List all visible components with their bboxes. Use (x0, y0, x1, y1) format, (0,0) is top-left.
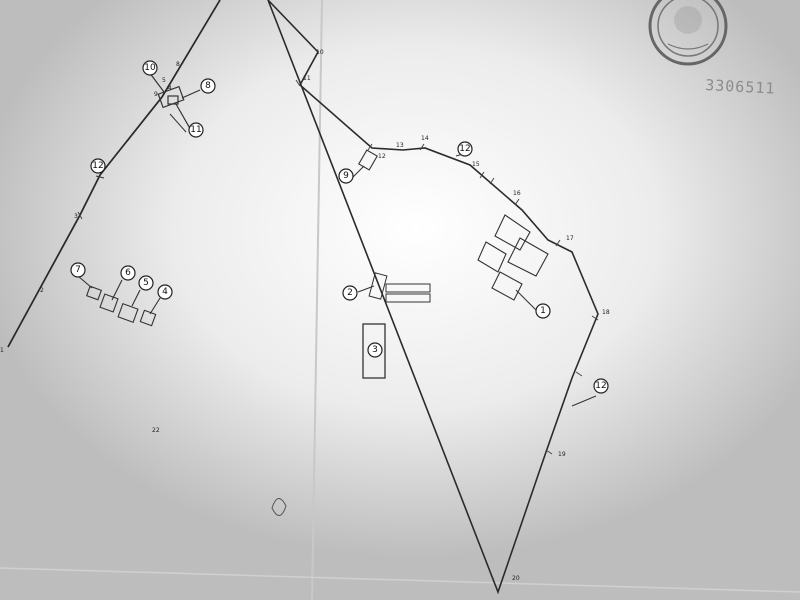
svg-text:4: 4 (162, 287, 168, 297)
building-gate (351, 149, 378, 179)
circled-label: 4 (157, 284, 173, 300)
handwritten-number: 3306511 (705, 76, 776, 98)
circled-label: 11 (188, 122, 204, 138)
svg-text:6: 6 (125, 268, 131, 278)
point-number: 5 (162, 77, 166, 84)
point-numbers: 1 2 3 4 5 8 9 10 11 12 13 14 15 16 17 18… (0, 49, 610, 582)
point-number: 19 (558, 451, 566, 458)
point-number: 22 (152, 427, 160, 434)
point-number: 16 (513, 190, 521, 197)
svg-text:1: 1 (540, 306, 546, 316)
circled-label: 10 (142, 60, 158, 76)
point-number: 1 (0, 347, 4, 354)
boundary-marker (271, 498, 287, 516)
point-number: 13 (396, 142, 404, 149)
point-number: 3 (74, 213, 78, 220)
svg-text:7: 7 (75, 265, 81, 275)
paper-fold-line (0, 567, 800, 593)
vertex-ticks (77, 79, 599, 455)
point-number: 12 (378, 153, 386, 160)
structure-columns (357, 272, 431, 303)
circled-label: 8 (200, 78, 216, 94)
buildings-left (77, 275, 161, 327)
svg-text:2: 2 (347, 288, 353, 298)
point-number: 18 (602, 309, 610, 316)
circled-label: 2 (342, 285, 358, 301)
svg-text:12: 12 (595, 381, 606, 391)
svg-text:12: 12 (459, 144, 470, 154)
official-stamp (648, 0, 728, 66)
point-number: 8 (176, 61, 180, 68)
svg-text:12: 12 (92, 161, 103, 171)
paper-fold-line (311, 0, 323, 600)
building-cluster-right (477, 214, 549, 311)
circled-label: 9 (338, 168, 354, 184)
circled-label: 5 (138, 275, 154, 291)
svg-text:10: 10 (144, 63, 156, 73)
circled-label: 1 (535, 303, 551, 319)
point-number: 17 (566, 235, 574, 242)
svg-text:9: 9 (343, 171, 349, 181)
svg-text:3: 3 (372, 345, 378, 355)
svg-text:11: 11 (190, 125, 201, 135)
point-number: 14 (421, 135, 429, 142)
small-plot (362, 323, 386, 379)
circled-label: 12 (90, 158, 106, 174)
circled-label: 3 (367, 342, 383, 358)
circled-label: 7 (70, 262, 86, 278)
point-number: 15 (472, 161, 480, 168)
svg-text:8: 8 (205, 81, 211, 91)
parcel-boundary (7, 0, 599, 595)
point-number: 20 (512, 575, 520, 582)
circled-label: 6 (120, 265, 136, 281)
point-number: 4 (168, 85, 172, 92)
circled-label: 12 (593, 378, 609, 394)
point-number: 2 (40, 287, 44, 294)
point-number: 10 (316, 49, 324, 56)
circled-label: 12 (457, 141, 473, 157)
point-number: 11 (303, 75, 311, 82)
svg-text:5: 5 (143, 278, 149, 288)
point-number: 9 (154, 91, 158, 98)
